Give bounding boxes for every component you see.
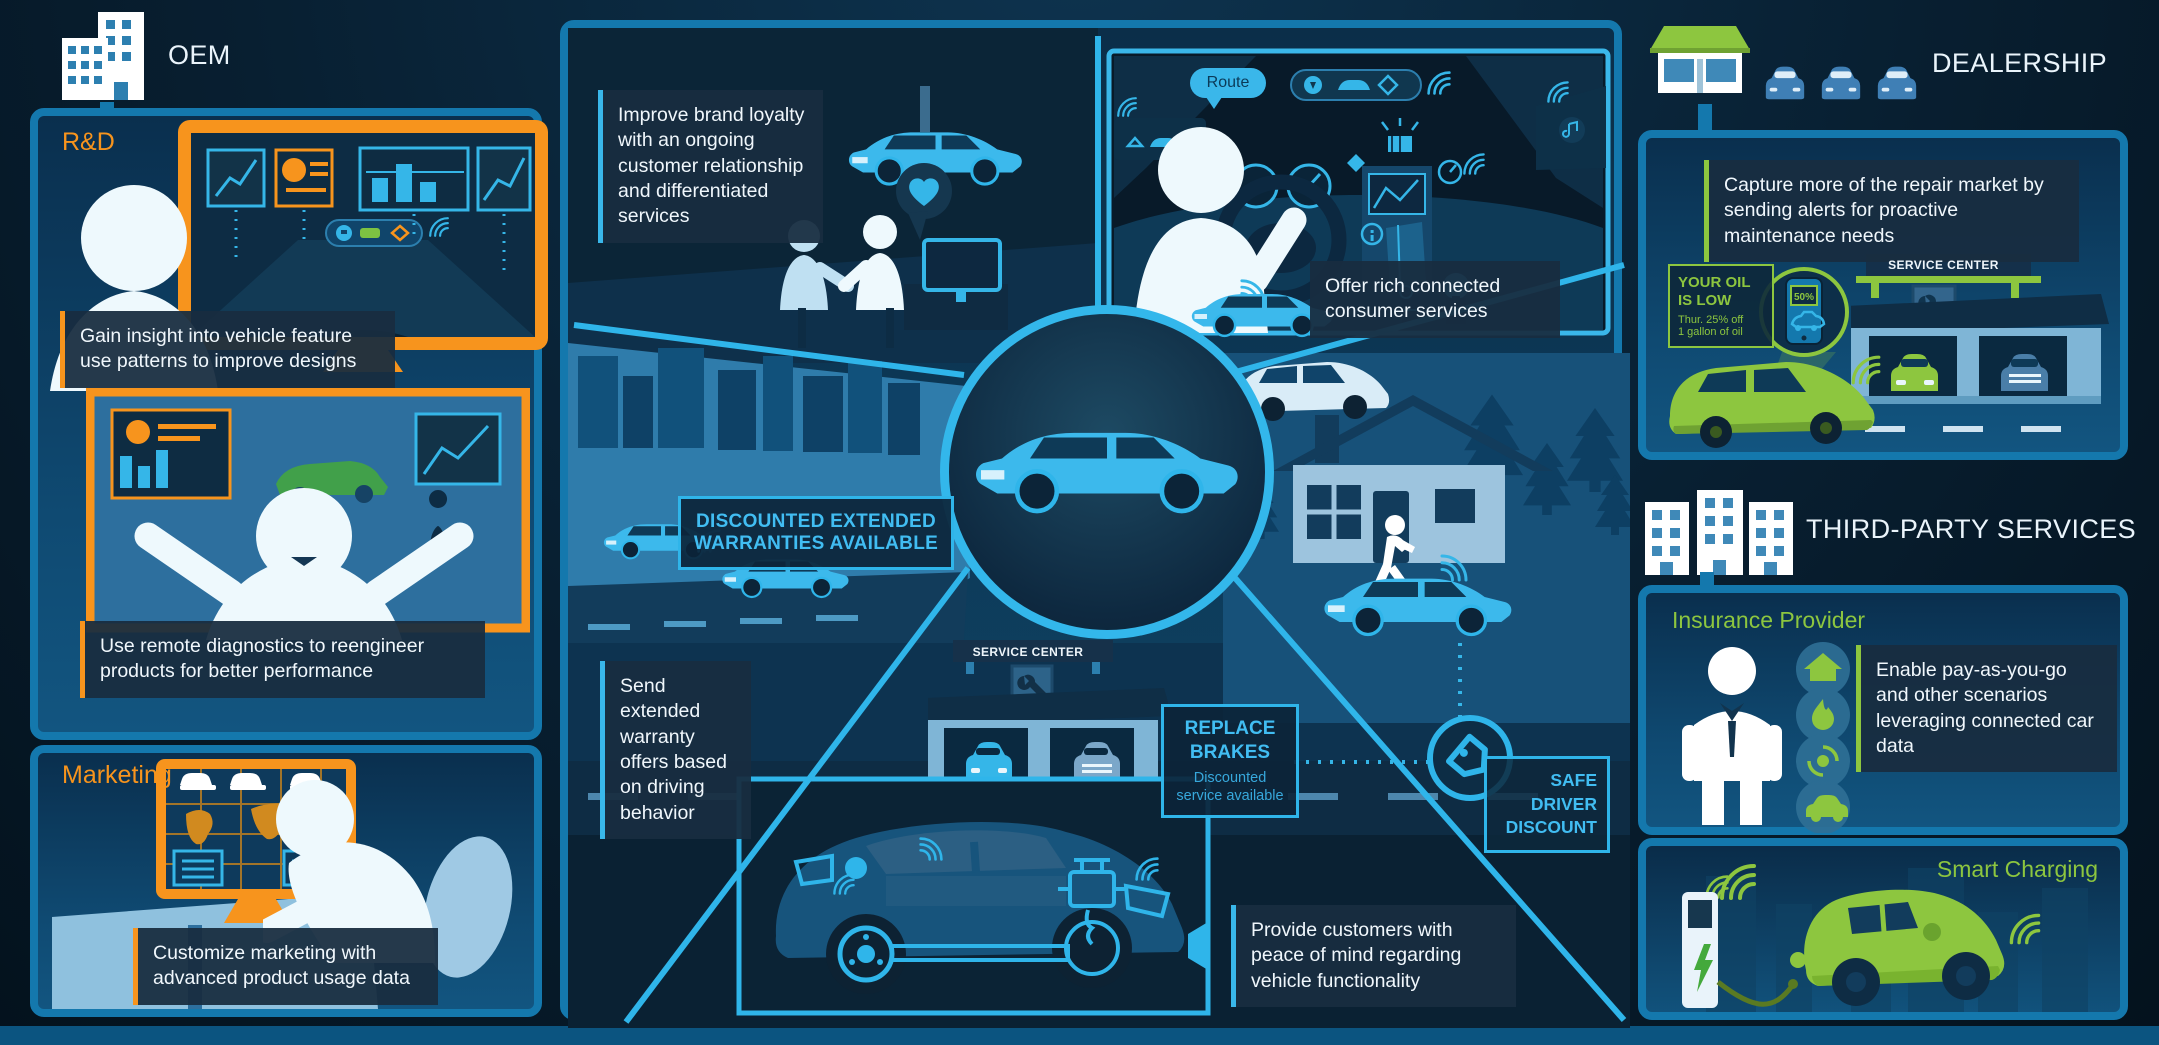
dashboard-widget-icon xyxy=(110,408,232,500)
monitor-icon xyxy=(922,238,1002,302)
hub-car-icon xyxy=(967,414,1247,517)
trend-chart-icon xyxy=(476,146,532,212)
caption-gain-insight: Gain insight into vehicle feature use pa… xyxy=(60,311,395,388)
caption-send-warranty: Send extended warranty offers based on d… xyxy=(600,661,751,840)
safe-driver-sign: SAFE DRIVER DISCOUNT xyxy=(1484,756,1610,853)
dealership-store-icon xyxy=(1650,26,1750,93)
oem-title: OEM xyxy=(168,40,231,70)
blue-car-front-icon xyxy=(2001,354,2048,391)
dealership-connector xyxy=(1698,104,1712,132)
showroom-illustration xyxy=(568,28,1098,363)
oem-rnd-panel: R&D xyxy=(30,108,548,740)
cyan-car-front-icon xyxy=(966,742,1012,778)
caption-brand-loyalty: Improve brand loyalty with an ongoing cu… xyxy=(598,90,823,243)
storm-swirl-icon xyxy=(1807,745,1839,777)
caption-capture-repair: Capture more of the repair market by sen… xyxy=(1704,160,2079,263)
marketing-label: Marketing xyxy=(62,761,172,789)
flame-icon xyxy=(1812,699,1834,730)
caption-remote-diagnostics: Use remote diagnostics to reengineer pro… xyxy=(80,621,485,698)
heart-bubble-icon xyxy=(896,163,952,240)
car-icon xyxy=(1806,795,1848,822)
oem-marketing-panel: Marketing xyxy=(30,745,542,1017)
third-party-title: THIRD-PARTY SERVICES xyxy=(1806,514,2137,544)
insurance-label: Insurance Provider xyxy=(1672,607,1866,633)
dealership-title: DEALERSHIP xyxy=(1932,48,2108,78)
remote-diagnostics-illustration xyxy=(86,388,530,640)
bottom-road-strip xyxy=(0,1026,2159,1045)
white-minivan-icon xyxy=(1238,362,1390,421)
rearview-mirror-icon xyxy=(1290,69,1422,101)
engine-icon xyxy=(1058,858,1126,976)
dealership-panel: Capture more of the repair market by sen… xyxy=(1638,130,2128,460)
oem-building-icon xyxy=(62,12,144,100)
charging-station-icon xyxy=(1682,892,1718,1008)
green-minivan-illustration xyxy=(1669,355,1881,448)
electric-car-icon xyxy=(1790,889,2005,1006)
warranties-sign: DISCOUNTED EXTENDED WARRANTIES AVAILABLE xyxy=(678,496,954,570)
handshake-people-icon xyxy=(780,215,904,348)
line-chart-icon xyxy=(206,148,266,208)
bar-chart-icon xyxy=(358,146,470,212)
rnd-label: R&D xyxy=(62,128,115,156)
smart-charging-panel: Smart Charging xyxy=(1638,838,2128,1020)
service-center-sign: SERVICE CENTER xyxy=(972,645,1084,659)
caption-consumer-services: Offer rich connected consumer services xyxy=(1310,261,1560,338)
oil-alert-detail: 1 gallon of oil xyxy=(1678,326,1743,338)
third-party-buildings-icon xyxy=(1645,490,1793,575)
oil-alert-box: YOUR OIL IS LOW Thur. 25% off 1 gallon o… xyxy=(1668,264,1774,348)
caption-marketing: Customize marketing with advanced produc… xyxy=(133,928,438,1005)
replace-brakes-sign: REPLACE BRAKES Discounted service availa… xyxy=(1161,704,1299,818)
replace-brakes-title: REPLACE BRAKES xyxy=(1184,718,1276,763)
phone-battery-label: 50% xyxy=(1794,292,1814,303)
dealership-cars-icon xyxy=(1765,66,1917,100)
pie-chart-icon xyxy=(274,148,334,208)
caption-peace-of-mind: Provide customers with peace of mind reg… xyxy=(1231,905,1516,1008)
dealer-service-center-sign: SERVICE CENTER xyxy=(1888,258,1999,272)
house-scene-illustration xyxy=(1223,353,1630,723)
steel-car-front-icon xyxy=(1074,742,1120,778)
third-party-connector xyxy=(1700,572,1714,588)
music-mirror-icon xyxy=(1536,86,1606,170)
route-bubble: Route xyxy=(1190,68,1266,109)
insurance-panel: Insurance Provider xyxy=(1638,585,2128,835)
oil-alert-offer: Thur. 25% off xyxy=(1678,314,1744,326)
rearview-mirror-icon xyxy=(325,219,423,247)
insurance-scenario-icons xyxy=(1796,642,1850,833)
replace-brakes-sub: Discounted service available xyxy=(1176,769,1284,804)
smart-charging-illustration xyxy=(1682,864,2041,1008)
smartphone-icon: 50% xyxy=(1785,277,1826,345)
green-car-front-icon xyxy=(1891,354,1938,391)
home-icon xyxy=(1804,653,1842,681)
smart-charging-label: Smart Charging xyxy=(1936,856,2098,882)
xray-car-illustration xyxy=(736,776,1211,1016)
service-center-illustration xyxy=(928,640,1168,794)
connected-car-hub-panel: Route xyxy=(560,20,1630,1028)
insurance-agent-icon xyxy=(1682,647,1782,825)
caption-insurance: Enable pay-as-you-go and other scenarios… xyxy=(1856,645,2117,773)
central-car-hub xyxy=(940,305,1274,639)
dealer-service-center-illustration xyxy=(1851,254,2109,432)
oil-alert-title: YOUR OIL IS LOW xyxy=(1678,274,1751,309)
rnd-monitor-illustration xyxy=(178,120,548,372)
